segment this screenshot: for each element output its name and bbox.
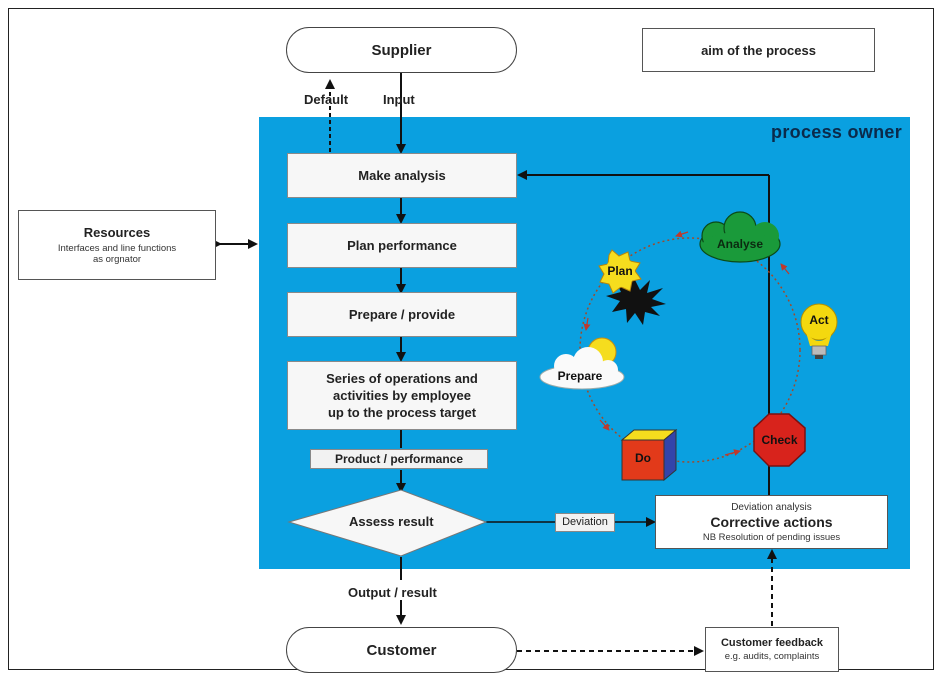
make-analysis-step: Make analysis — [287, 153, 517, 198]
resources-line2: as orgnator — [92, 254, 142, 265]
customer-feedback-title: Customer feedback — [720, 636, 824, 649]
corrective-note: NB Resolution of pending issues — [702, 531, 841, 543]
check-stop-icon — [753, 413, 806, 467]
assess-result-label: Assess result — [349, 514, 434, 529]
deviation-label: Deviation — [555, 513, 615, 532]
resources-title: Resources — [83, 225, 151, 240]
assess-diamond — [287, 489, 488, 557]
analyse-label: Analyse — [716, 237, 764, 251]
do-cube-icon — [620, 428, 678, 482]
process-owner-label: process owner — [771, 122, 902, 142]
supplier-node: Supplier — [286, 27, 517, 73]
prepare-provide-step: Prepare / provide — [287, 292, 517, 337]
corrective-actions-box: Deviation analysis Corrective actions NB… — [655, 495, 888, 549]
customer-node: Customer — [286, 627, 517, 673]
plan-label: Plan — [607, 264, 633, 278]
corrective-actions-title: Corrective actions — [710, 513, 833, 530]
deviation-analysis-text: Deviation analysis — [731, 501, 812, 513]
customer-feedback-note: e.g. audits, complaints — [724, 650, 820, 662]
prepare-cloud-icon — [539, 337, 625, 390]
plan-sun-icon — [598, 249, 666, 325]
resources-line1: Interfaces and line functions — [57, 243, 177, 254]
act-bulb-icon — [800, 303, 838, 359]
resources-box: Resources Interfaces and line functions … — [18, 210, 216, 280]
customer-feedback-box: Customer feedback e.g. audits, complaint… — [705, 627, 839, 672]
plan-performance-step: Plan performance — [287, 223, 517, 268]
series-line-2: activities by employee — [332, 388, 471, 403]
output-result-label: Output / result — [348, 585, 437, 600]
check-label: Check — [761, 433, 798, 447]
do-label: Do — [635, 451, 651, 465]
input-label: Input — [383, 92, 415, 107]
prepare-label: Prepare — [557, 369, 603, 383]
act-label: Act — [809, 313, 829, 327]
default-label: Default — [304, 92, 349, 107]
analyse-cloud-icon — [699, 211, 781, 263]
series-line-1: Series of operations and — [326, 371, 478, 386]
series-operations-step: Series of operations and activities by e… — [287, 361, 517, 430]
product-performance-label: Product / performance — [310, 449, 488, 469]
series-line-3: up to the process target — [327, 405, 477, 420]
aim-of-process-box: aim of the process — [642, 28, 875, 72]
